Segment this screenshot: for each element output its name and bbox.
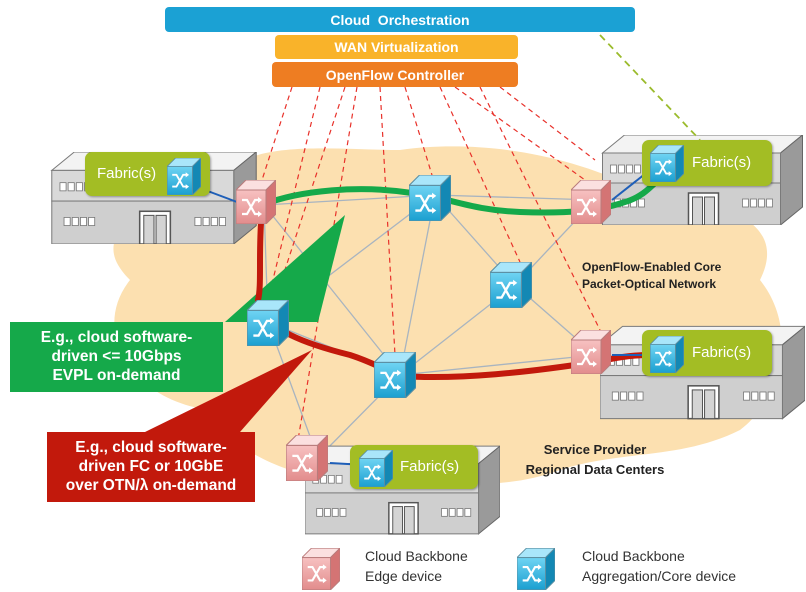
core-device-left: [247, 300, 289, 346]
datacenter-label-line1: Service Provider: [543, 442, 647, 457]
openflow-controller-label: OpenFlow Controller: [325, 66, 465, 83]
cloud-orchestration-label: Cloud Orchestration: [330, 11, 470, 28]
fabric-label: Fabric(s): [97, 165, 157, 182]
orchestration-link: [599, 34, 701, 141]
legend-edge-icon: [302, 548, 340, 590]
fabric-label: Fabric(s): [692, 344, 752, 361]
edge-device-bottom: [286, 435, 328, 481]
openflow-controller-bar: OpenFlow Controller: [272, 62, 518, 87]
wan-virtualization-bar: WAN Virtualization: [275, 35, 518, 59]
edge-device-bottom-right: [571, 330, 611, 374]
legend-core-line2: Aggregation/Core device: [582, 568, 737, 584]
fabric-box-bottom: Fabric(s): [350, 445, 478, 489]
core-device-top: [409, 175, 451, 221]
fabric-box-top-right: Fabric(s): [642, 140, 772, 186]
network-label-line1: OpenFlow-Enabled Core: [582, 260, 722, 274]
datacenter-label-line2: Regional Data Centers: [525, 462, 665, 477]
network-label-line2: Packet-Optical Network: [582, 277, 717, 291]
red-callout-pointer: [145, 350, 312, 432]
cloud-orchestration-bar: Cloud Orchestration: [165, 7, 635, 32]
red-callout-line1: E.g., cloud software-: [75, 439, 227, 456]
red-callout-line3: over OTN/λ on-demand: [65, 477, 237, 494]
green-callout-pointer: [225, 215, 345, 322]
legend-edge-line2: Edge device: [365, 568, 443, 584]
red-callout-line2: driven FC or 10GbE: [78, 458, 224, 475]
legend-core: Cloud Backbone Aggregation/Core device: [582, 546, 736, 586]
core-device-bottom: [374, 352, 416, 398]
green-callout-line2: driven <= 10Gbps: [51, 348, 182, 365]
legend-edge: Cloud Backbone Edge device: [365, 546, 468, 586]
red-callout: E.g., cloud software- driven FC or 10GbE…: [47, 432, 255, 502]
network-label: OpenFlow-Enabled Core Packet-Optical Net…: [582, 259, 721, 293]
fabric-label: Fabric(s): [400, 458, 460, 475]
fabric-box-bottom-right: Fabric(s): [642, 330, 772, 376]
edge-device-top-right: [571, 180, 611, 224]
legend-edge-line1: Cloud Backbone: [365, 548, 468, 564]
wan-virtualization-label: WAN Virtualization: [334, 39, 459, 55]
green-callout: E.g., cloud software- driven <= 10Gbps E…: [10, 322, 223, 392]
green-path: [259, 177, 661, 216]
legend-core-line1: Cloud Backbone: [582, 548, 685, 564]
fabric-box-left: Fabric(s): [85, 152, 210, 196]
core-device-middle: [490, 262, 532, 308]
datacenter-label: Service Provider Regional Data Centers: [510, 440, 680, 480]
fabric-label: Fabric(s): [692, 154, 752, 171]
green-callout-line3: EVPL on-demand: [52, 367, 181, 384]
green-callout-line1: E.g., cloud software-: [40, 329, 193, 346]
edge-device-left: [236, 180, 276, 224]
legend-core-icon: [517, 548, 555, 590]
